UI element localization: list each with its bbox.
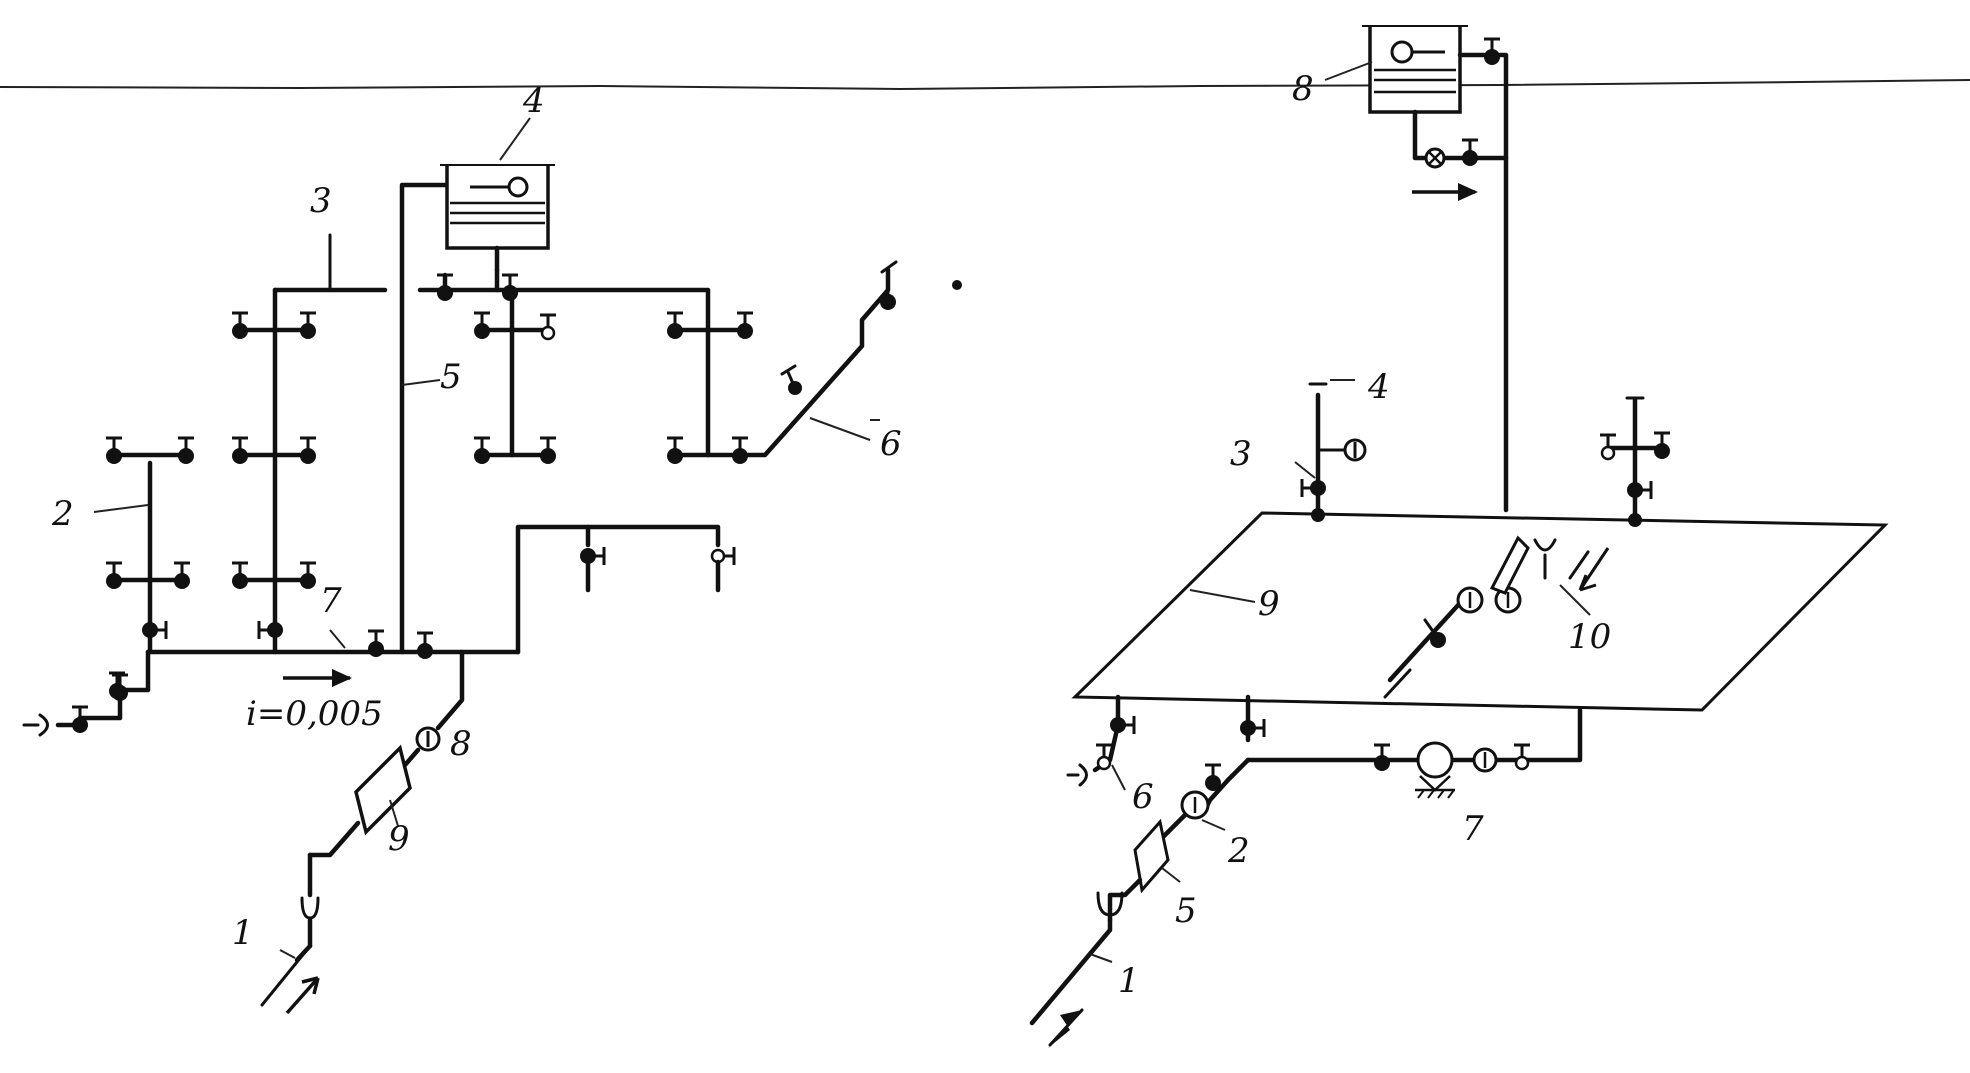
label-7-left: 7 bbox=[320, 581, 342, 621]
float-ball-icon bbox=[507, 176, 529, 198]
flow-arrow-icon bbox=[1578, 547, 1610, 592]
label-4-right: 4 bbox=[1367, 367, 1390, 407]
label-6-left: 6 bbox=[880, 424, 902, 464]
label-5-left: 5 bbox=[440, 357, 462, 397]
flow-arrow-icon bbox=[283, 669, 352, 687]
slope-label: i=0,005 bbox=[246, 694, 383, 734]
left-scheme: 1 2 3 4 5 6 7 8 9 i=0,005 bbox=[22, 81, 962, 1015]
label-1-right: 1 bbox=[1118, 961, 1140, 1001]
label-6-right: 6 bbox=[1132, 777, 1154, 817]
label-10-right: 10 bbox=[1568, 617, 1611, 657]
flow-arrow-icon bbox=[285, 976, 320, 1015]
label-3-right: 3 bbox=[1230, 434, 1252, 474]
flow-arrow-icon bbox=[1412, 183, 1478, 201]
ground-line bbox=[0, 79, 1970, 91]
label-7-right: 7 bbox=[1462, 809, 1484, 849]
left-inlet bbox=[260, 852, 320, 1015]
label-5-right: 5 bbox=[1175, 891, 1197, 931]
water-meter-icon bbox=[1180, 790, 1210, 820]
water-tank-icon bbox=[1362, 25, 1468, 114]
sink-assembly bbox=[1387, 535, 1610, 683]
label-8-right: 8 bbox=[1292, 69, 1314, 109]
label-3-left: 3 bbox=[310, 181, 332, 221]
water-meter-icon bbox=[1343, 438, 1367, 462]
floor-slab bbox=[1071, 511, 1889, 712]
label-4-left: 4 bbox=[522, 81, 545, 121]
label-9-right: 9 bbox=[1258, 584, 1280, 624]
label-2-right: 2 bbox=[1227, 831, 1250, 871]
right-scheme: 1 2 3 4 5 6 7 8 9 10 bbox=[1029, 25, 1889, 1048]
label-8-left: 8 bbox=[450, 724, 472, 764]
label-2-left: 2 bbox=[51, 494, 74, 534]
label-1-left: 1 bbox=[232, 913, 254, 953]
water-meter-icon bbox=[415, 726, 441, 752]
label-9-left: 9 bbox=[388, 819, 410, 859]
water-tank-icon bbox=[440, 164, 555, 250]
left-filter bbox=[354, 744, 412, 836]
left-drain bbox=[22, 713, 49, 737]
float-ball-icon bbox=[1390, 40, 1414, 64]
pump-icon bbox=[1415, 741, 1498, 799]
gate-valve-icon bbox=[1424, 147, 1446, 169]
